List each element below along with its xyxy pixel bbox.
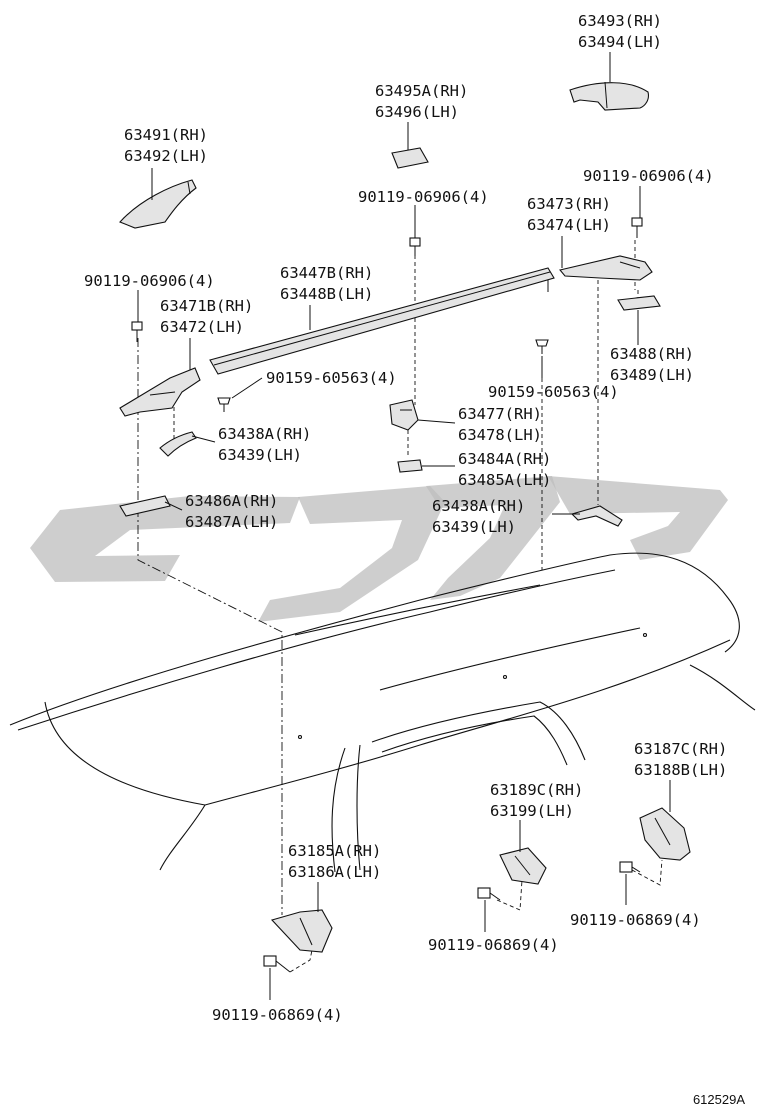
part-pad-63438-right <box>570 505 623 527</box>
vehicle-roof-outline <box>9 552 756 873</box>
leader-lines <box>137 52 671 1000</box>
bolt-90119-06906-right <box>631 217 643 238</box>
part-cover-63495 <box>391 147 429 169</box>
callout-line: 90119-06906(4) <box>583 167 714 185</box>
callout-line: 63448B(LH) <box>280 285 373 303</box>
callout-line: 63478(LH) <box>458 426 542 444</box>
callout-line: 63491(RH) <box>124 126 208 144</box>
callout-line: 90119-06869(4) <box>428 936 559 954</box>
assembly-guide-lines <box>137 240 663 973</box>
callout-line: 63187C(RH) <box>634 740 727 758</box>
callout-line: 63485A(LH) <box>458 471 551 489</box>
bolt-90119-06869-right <box>619 861 641 873</box>
callout-line: 63472(LH) <box>160 318 244 336</box>
part-pad-63486 <box>119 495 171 517</box>
callout-line: 90119-06869(4) <box>212 1006 343 1024</box>
part-pad-63438-left <box>159 431 197 457</box>
label-90119-06869-right: 90119-06869(4) <box>570 911 701 929</box>
label-90119-06906-right: 90119-06906(4) <box>583 167 714 185</box>
callout-line: 63484A(RH) <box>458 450 551 468</box>
callout-line: 63473(RH) <box>527 195 611 213</box>
callout-line: 63471B(RH) <box>160 297 253 315</box>
callout-labels: 63493(RH) 63494(LH) 63495A(RH) 63496(LH) 6… <box>84 12 727 1024</box>
part-end-cover-63491 <box>119 179 197 229</box>
bolt-90119-06869-center <box>477 887 501 901</box>
callout-line: 63447B(RH) <box>280 264 373 282</box>
part-bracket-63471 <box>119 367 201 417</box>
label-63187: 63187C(RH) 63188B(LH) <box>634 740 727 779</box>
label-90159-60563-right: 90159-60563(4) <box>488 383 619 401</box>
label-90119-06869-left: 90119-06869(4) <box>212 1006 343 1024</box>
callout-line: 63487A(LH) <box>185 513 278 531</box>
label-63438-right: 63438A(RH) 63439(LH) <box>432 497 525 536</box>
callout-line: 63438A(RH) <box>432 497 525 515</box>
bolt-90119-06906-center <box>409 237 421 256</box>
callout-line: 63474(LH) <box>527 216 611 234</box>
label-63471: 63471B(RH) 63472(LH) <box>160 297 253 336</box>
callout-line: 63185A(RH) <box>288 842 381 860</box>
callout-line: 63496(LH) <box>375 103 459 121</box>
part-pad-63488 <box>617 295 661 311</box>
label-90119-06906-center: 90119-06906(4) <box>358 188 489 206</box>
callout-line: 63188B(LH) <box>634 761 727 779</box>
watermark-logo <box>30 476 728 622</box>
callout-line: 63186A(LH) <box>288 863 381 881</box>
label-63488: 63488(RH) 63489(LH) <box>610 345 694 384</box>
bolt-90119-06869-left <box>263 955 291 973</box>
label-90119-06906-left: 90119-06906(4) <box>84 272 215 290</box>
label-63473: 63473(RH) 63474(LH) <box>527 195 611 234</box>
part-bracket-63189 <box>499 847 547 885</box>
figure-code: 612529A <box>693 1092 745 1107</box>
label-63477: 63477(RH) 63478(LH) <box>458 405 542 444</box>
callout-line: 63486A(RH) <box>185 492 278 510</box>
callout-line: 63199(LH) <box>490 802 574 820</box>
label-63493: 63493(RH) 63494(LH) <box>578 12 662 51</box>
bolt-90119-06906-left <box>131 321 143 342</box>
callout-line: 63492(LH) <box>124 147 208 165</box>
callout-line: 63489(LH) <box>610 366 694 384</box>
label-63491: 63491(RH) 63492(LH) <box>124 126 208 165</box>
callout-line: 63477(RH) <box>458 405 542 423</box>
callout-line: 63438A(RH) <box>218 425 311 443</box>
callout-line: 63488(RH) <box>610 345 694 363</box>
screw-90159-60563-right <box>535 339 549 354</box>
label-90159-60563-left: 90159-60563(4) <box>266 369 397 387</box>
callout-line: 90119-06869(4) <box>570 911 701 929</box>
callout-line: 63494(LH) <box>578 33 662 51</box>
screw-90159-60563-left <box>217 397 231 412</box>
callout-line: 90159-60563(4) <box>266 369 397 387</box>
part-end-cover-63493 <box>569 81 649 111</box>
part-clip-63477 <box>389 399 419 431</box>
label-63486: 63486A(RH) 63487A(LH) <box>185 492 278 531</box>
callout-line: 90159-60563(4) <box>488 383 619 401</box>
label-63185: 63185A(RH) 63186A(LH) <box>288 842 381 881</box>
label-63189: 63189C(RH) 63199(LH) <box>490 781 583 820</box>
label-90119-06869-center: 90119-06869(4) <box>428 936 559 954</box>
callout-line: 63189C(RH) <box>490 781 583 799</box>
callout-line: 63439(LH) <box>218 446 302 464</box>
label-63447: 63447B(RH) 63448B(LH) <box>280 264 373 303</box>
callout-line: 90119-06906(4) <box>358 188 489 206</box>
callout-line: 63439(LH) <box>432 518 516 536</box>
part-roof-rail-63447 <box>209 267 555 375</box>
callout-line: 90119-06906(4) <box>84 272 215 290</box>
callout-line: 63493(RH) <box>578 12 662 30</box>
label-63495: 63495A(RH) 63496(LH) <box>375 82 468 121</box>
part-bracket-63187 <box>639 807 691 861</box>
callout-line: 63495A(RH) <box>375 82 468 100</box>
label-63484: 63484A(RH) 63485A(LH) <box>458 450 551 489</box>
part-bracket-63185 <box>270 909 333 953</box>
label-63438-left: 63438A(RH) 63439(LH) <box>218 425 311 464</box>
part-pad-63484 <box>397 459 423 473</box>
part-bracket-63473 <box>559 255 653 281</box>
